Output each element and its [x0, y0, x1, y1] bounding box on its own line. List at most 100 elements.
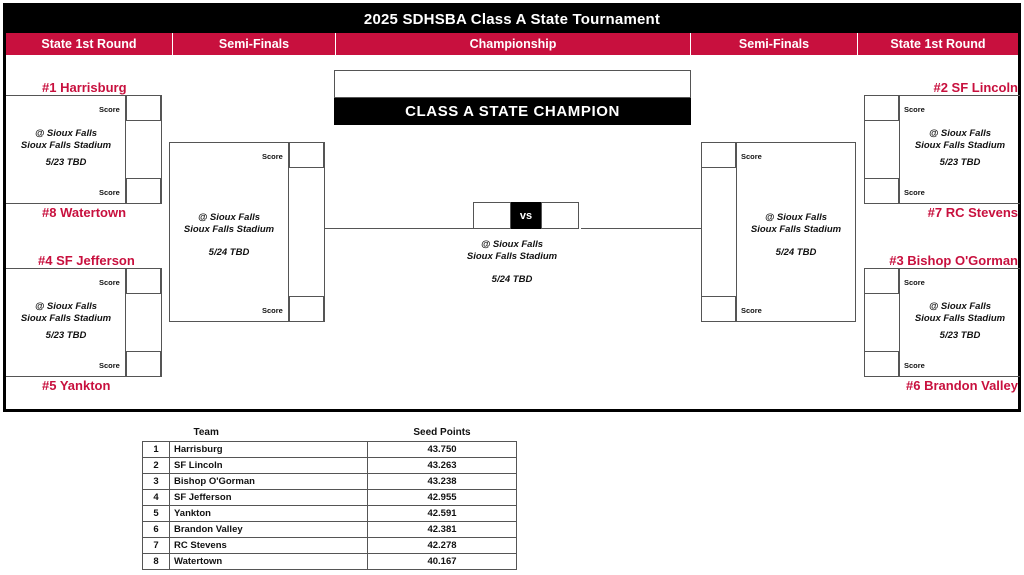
page-title: 2025 SDHSBA Class A State Tournament	[6, 6, 1018, 33]
team-seed-4: #4 SF Jefferson	[38, 253, 135, 268]
venue-right-q1: @ Sioux Falls Sioux Falls Stadium	[900, 128, 1020, 152]
table-row: 7 RC Stevens 42.278	[142, 537, 517, 554]
seed-team: Harrisburg	[169, 441, 368, 458]
final-matchup: vs	[473, 202, 579, 229]
match-right-semifinal	[736, 142, 856, 322]
venue-line-2: Sioux Falls Stadium	[750, 223, 842, 235]
score-box-right-q1-top[interactable]	[864, 95, 899, 121]
champion-name-box[interactable]	[334, 70, 691, 98]
round-header-state-1st-round-right: State 1st Round	[890, 37, 986, 51]
date-right-semifinal: 5/24 TBD	[775, 247, 817, 258]
seed-rank: 8	[142, 553, 170, 570]
venue-right-semifinal: @ Sioux Falls Sioux Falls Stadium	[736, 212, 856, 236]
venue-line-1: @ Sioux Falls	[928, 301, 992, 312]
seed-points: 43.750	[367, 441, 517, 458]
score-box-left-q2-bottom[interactable]	[126, 351, 161, 377]
date-right-q2: 5/23 TBD	[939, 330, 981, 341]
team-seed-8: #8 Watertown	[42, 205, 127, 220]
score-label-left-q1-bottom: Score	[99, 188, 120, 197]
vs-label: vs	[511, 202, 541, 229]
seed-table-header-rank	[143, 425, 170, 442]
seed-points: 43.238	[367, 473, 517, 490]
score-label-left-semifinal-top: Score	[262, 152, 283, 161]
score-box-right-semifinal-top[interactable]	[701, 142, 736, 168]
venue-line-1: @ Sioux Falls	[928, 128, 992, 139]
table-row: 4 SF Jefferson 42.955	[142, 489, 517, 506]
connector-left-q1-vertical	[161, 95, 162, 204]
table-row: 5 Yankton 42.591	[142, 505, 517, 522]
table-row: 3 Bishop O'Gorman 43.238	[142, 473, 517, 490]
match-right-q1	[899, 95, 1020, 204]
seed-team: SF Jefferson	[169, 489, 368, 506]
score-box-final-right[interactable]	[541, 202, 579, 229]
score-box-right-q2-bottom[interactable]	[864, 351, 899, 377]
score-box-left-q1-bottom[interactable]	[126, 178, 161, 204]
score-label-left-semifinal-bottom: Score	[262, 306, 283, 315]
score-box-left-semifinal-bottom[interactable]	[289, 296, 324, 322]
seed-points: 42.381	[367, 521, 517, 538]
venue-line-2: Sioux Falls Stadium	[466, 250, 558, 262]
score-label-left-q2-top: Score	[99, 278, 120, 287]
date-right-q1: 5/23 TBD	[939, 157, 981, 168]
score-box-left-semifinal-top[interactable]	[289, 142, 324, 168]
date-left-semifinal: 5/24 TBD	[208, 247, 250, 258]
score-box-right-semifinal-bottom[interactable]	[701, 296, 736, 322]
champion-title-banner: CLASS A STATE CHAMPION	[334, 98, 691, 125]
score-box-right-q2-top[interactable]	[864, 268, 899, 294]
score-label-right-semifinal-top: Score	[741, 152, 762, 161]
tournament-bracket: 2025 SDHSBA Class A State Tournament Sta…	[3, 3, 1021, 412]
score-label-right-semifinal-bottom: Score	[741, 306, 762, 315]
round-header-semi-finals-left: Semi-Finals	[173, 33, 336, 55]
match-left-q2	[6, 268, 126, 377]
table-row: 2 SF Lincoln 43.263	[142, 457, 517, 474]
table-row: 6 Brandon Valley 42.381	[142, 521, 517, 538]
seed-points: 42.278	[367, 537, 517, 554]
score-label-left-q2-bottom: Score	[99, 361, 120, 370]
team-seed-5: #5 Yankton	[42, 378, 111, 393]
seed-table-header-row: Team Seed Points	[143, 425, 517, 442]
date-left-q2: 5/23 TBD	[45, 330, 87, 341]
round-header-semi-finals-right: Semi-Finals	[691, 33, 858, 55]
seed-points: 40.167	[367, 553, 517, 570]
seed-points: 43.263	[367, 457, 517, 474]
match-left-semifinal	[169, 142, 289, 322]
connector-final-left	[324, 228, 473, 229]
connector-right-q1-vertical	[864, 95, 865, 204]
seed-team: Watertown	[169, 553, 368, 570]
date-final: 5/24 TBD	[491, 274, 533, 285]
venue-left-q1: @ Sioux Falls Sioux Falls Stadium	[6, 128, 126, 152]
team-seed-6: #6 Brandon Valley	[906, 378, 1018, 393]
score-label-left-q1-top: Score	[99, 105, 120, 114]
seed-team: SF Lincoln	[169, 457, 368, 474]
venue-line-1: @ Sioux Falls	[764, 212, 828, 223]
date-left-q1: 5/23 TBD	[45, 157, 87, 168]
venue-line-2: Sioux Falls Stadium	[914, 139, 1006, 151]
round-header-championship: Championship	[336, 33, 691, 55]
score-box-left-q2-top[interactable]	[126, 268, 161, 294]
score-box-final-left[interactable]	[473, 202, 511, 229]
seed-table-header-points: Seed Points	[413, 427, 471, 438]
seed-table-header-team: Team	[193, 427, 219, 438]
team-seed-1: #1 Harrisburg	[42, 80, 127, 95]
connector-right-q2-vertical	[864, 268, 865, 377]
seed-points: 42.955	[367, 489, 517, 506]
seed-rank: 4	[142, 489, 170, 506]
round-header-row: State 1st Round Semi-Finals Championship…	[6, 33, 1018, 55]
seed-rank: 3	[142, 473, 170, 490]
seed-points-table: Team Seed Points 1 Harrisburg 43.750 2 S…	[142, 425, 517, 570]
score-box-right-q1-bottom[interactable]	[864, 178, 899, 204]
seed-points: 42.591	[367, 505, 517, 522]
seed-team: Brandon Valley	[169, 521, 368, 538]
score-label-right-q2-bottom: Score	[904, 361, 925, 370]
team-seed-3: #3 Bishop O'Gorman	[889, 253, 1018, 268]
connector-left-semifinal-vertical	[324, 142, 325, 322]
seed-table-body: 1 Harrisburg 43.750 2 SF Lincoln 43.263 …	[142, 441, 517, 570]
score-box-left-q1-top[interactable]	[126, 95, 161, 121]
seed-team: Bishop O'Gorman	[169, 473, 368, 490]
connector-right-semifinal-vertical	[701, 142, 702, 322]
score-label-right-q1-top: Score	[904, 105, 925, 114]
venue-line-2: Sioux Falls Stadium	[183, 223, 275, 235]
venue-line-2: Sioux Falls Stadium	[20, 139, 112, 151]
seed-rank: 2	[142, 457, 170, 474]
table-row: 1 Harrisburg 43.750	[142, 441, 517, 458]
